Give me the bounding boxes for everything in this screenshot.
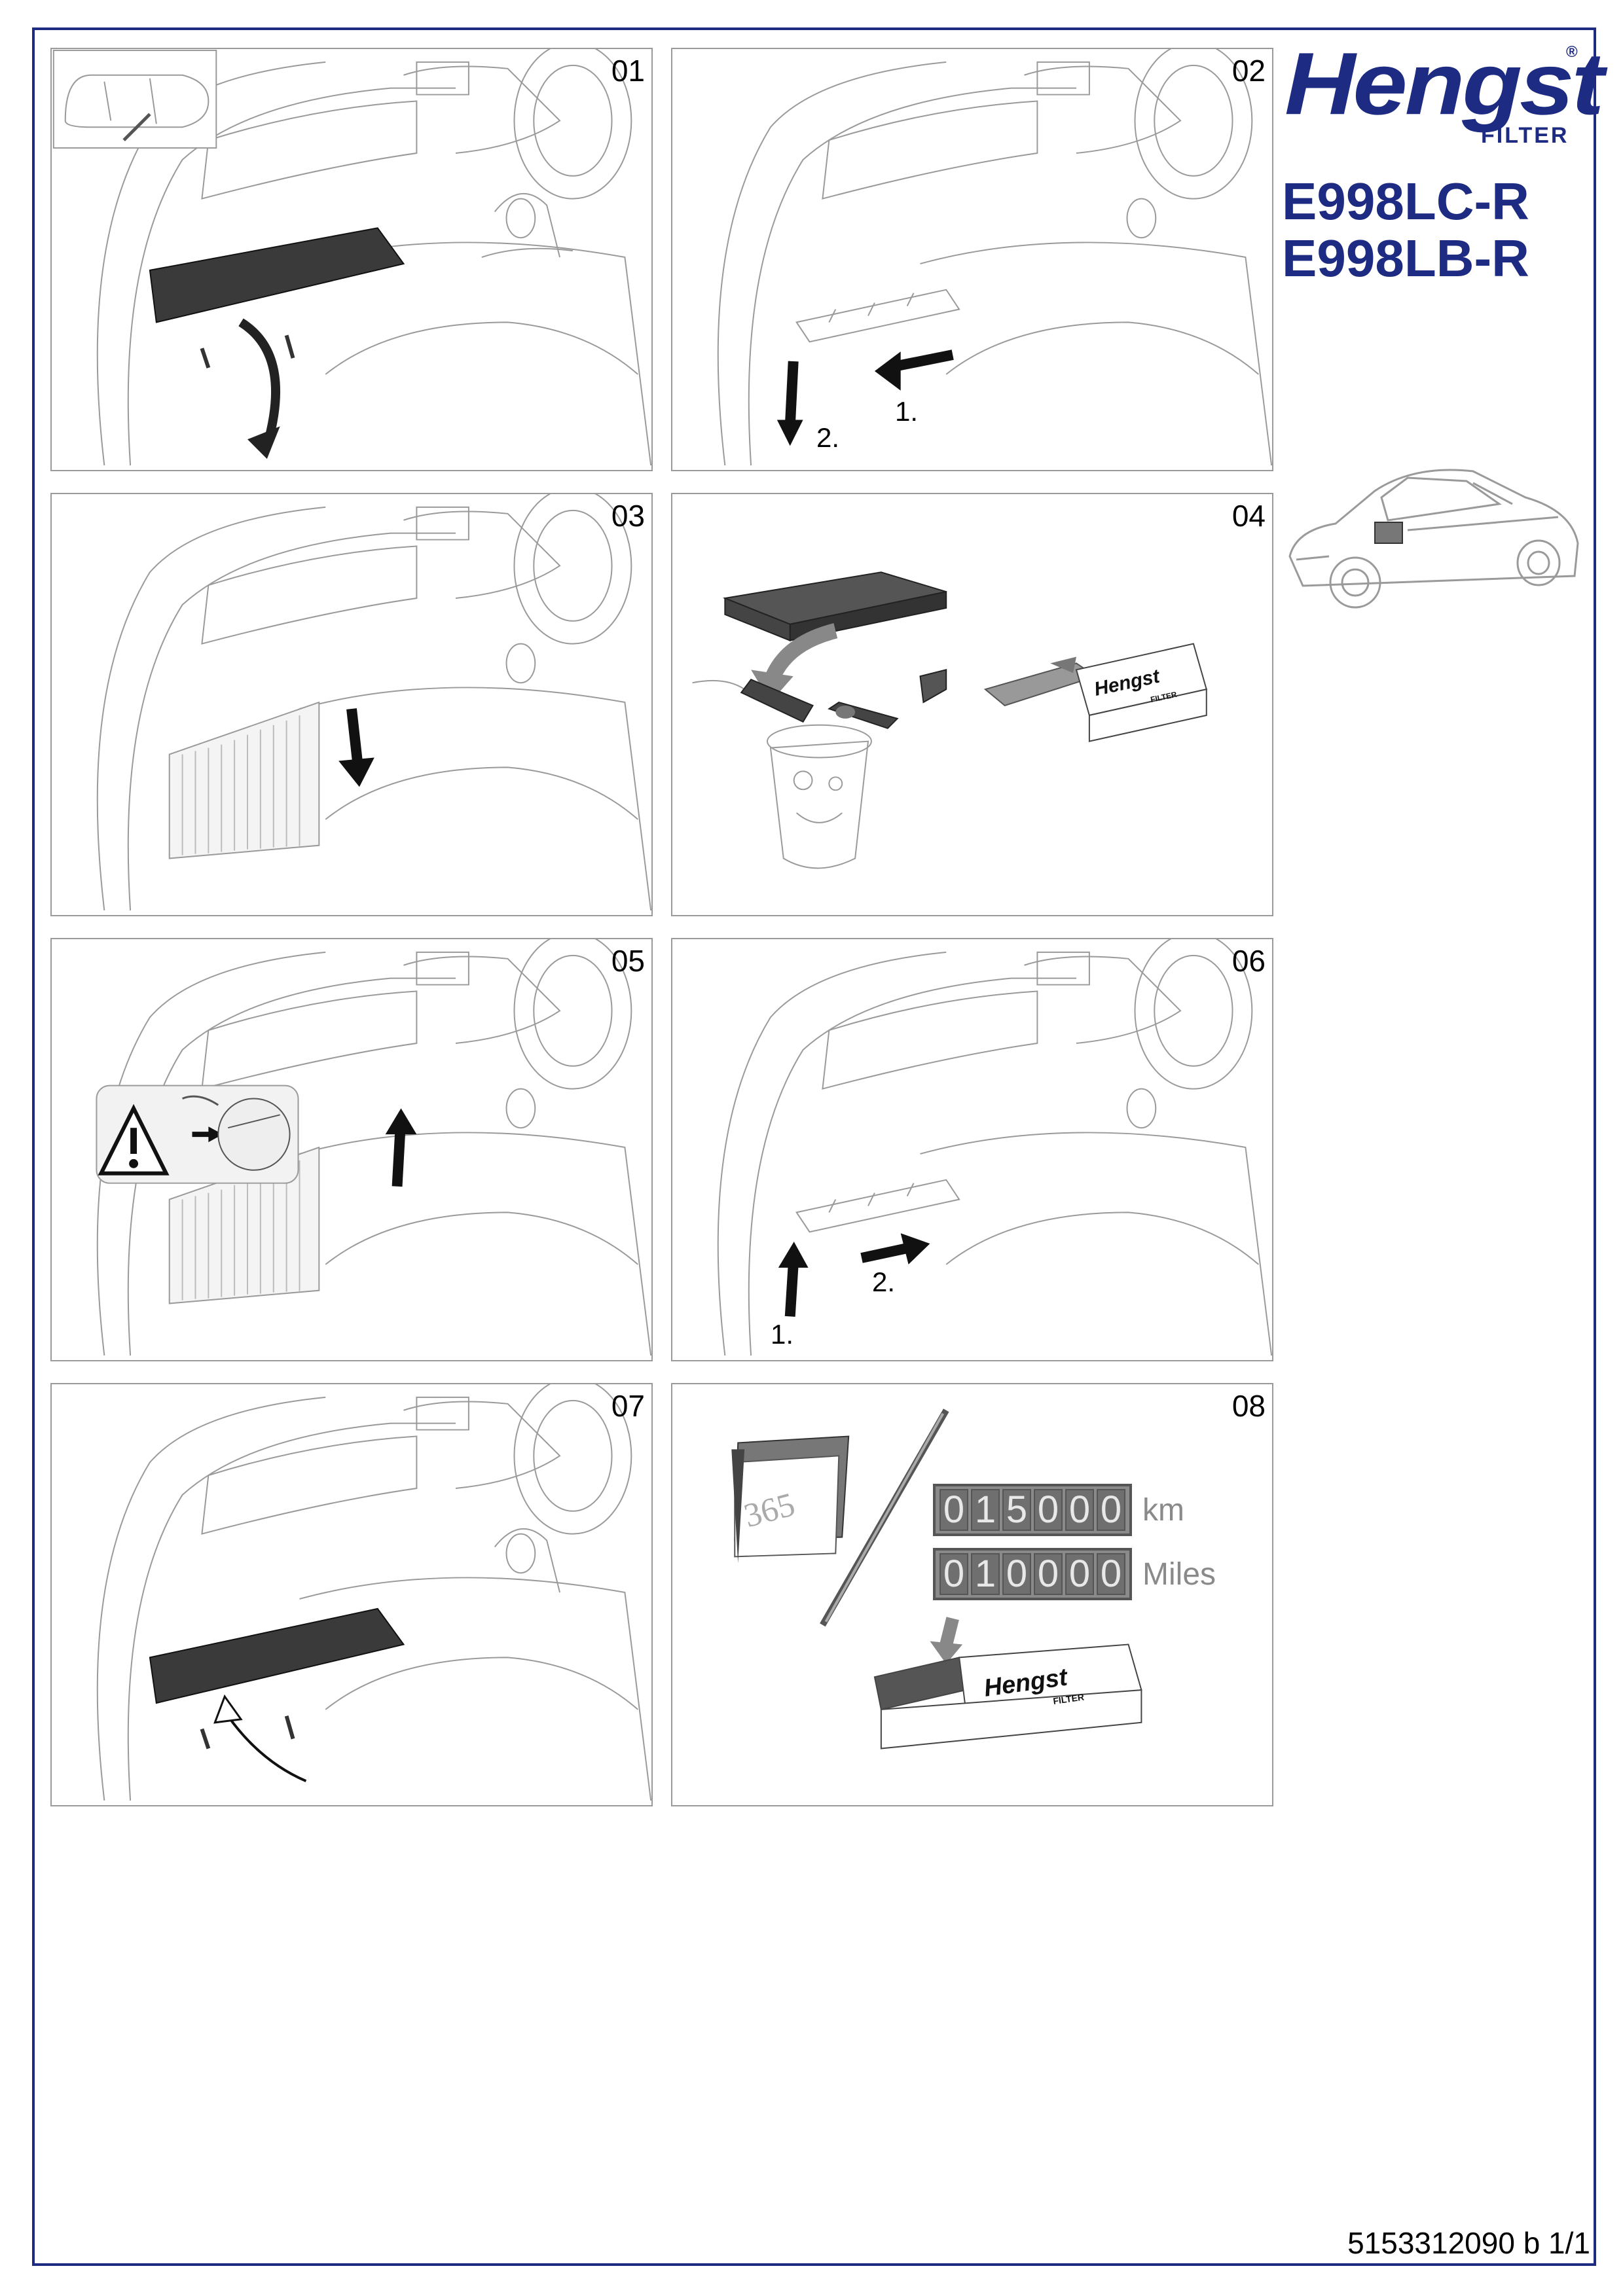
odometer-digit: 0 — [1065, 1553, 1094, 1595]
step-panel-04: Hengst FILTER 04 — [671, 493, 1273, 916]
step-label-2: 2. — [816, 422, 840, 453]
hengst-logo: Hengst ® FILTER — [1285, 39, 1604, 157]
km-odometer: 0 1 5 0 0 0 km — [933, 1484, 1184, 1536]
odometer-digit: 1 — [971, 1489, 1000, 1531]
odometer-digit: 5 — [1002, 1489, 1031, 1531]
step-06-illustration — [717, 939, 1272, 1356]
miles-odometer: 0 1 0 0 0 0 Miles — [933, 1548, 1216, 1600]
odometer-digit: 0 — [1034, 1553, 1063, 1595]
registered-mark: ® — [1566, 43, 1578, 61]
step-panel-01: 01 — [50, 48, 653, 471]
step-number: 07 — [611, 1389, 645, 1423]
step-number: 06 — [1231, 944, 1266, 978]
odometer-digit: 0 — [1097, 1553, 1125, 1595]
part-number-1: E998LC-R — [1282, 172, 1529, 230]
step-number: 02 — [1231, 54, 1266, 88]
odometer-digit: 0 — [939, 1489, 968, 1531]
step-number: 04 — [1231, 499, 1266, 533]
odometer-digit: 0 — [939, 1553, 968, 1595]
step-panel-07: 07 — [50, 1383, 653, 1806]
odometer-digit: 0 — [1034, 1489, 1063, 1531]
step-label-1: 1. — [895, 396, 919, 427]
step-panel-05: 05 — [50, 938, 653, 1361]
step-03-illustration — [96, 494, 651, 911]
step-02-illustration — [717, 49, 1272, 466]
step-number: 05 — [611, 944, 645, 978]
km-unit: km — [1142, 1492, 1184, 1528]
car-overview-illustration — [1288, 469, 1579, 609]
odometer-digit: 0 — [1002, 1553, 1031, 1595]
odometer-digit: 0 — [1065, 1489, 1094, 1531]
step-number: 01 — [611, 54, 645, 88]
document-number: 5153312090 b 1/1 — [1347, 2226, 1590, 2260]
step-panel-08: 365 Hengst FILTER 08 0 1 5 0 0 0 km 0 1 … — [671, 1383, 1273, 1806]
step-04-illustration: Hengst FILTER — [692, 571, 1208, 869]
step-panel-03: 03 — [50, 493, 653, 916]
odometer-digit: 0 — [1097, 1489, 1125, 1531]
step-01-illustration — [52, 49, 651, 466]
step-07-illustration — [96, 1384, 651, 1801]
km-digits: 0 1 5 0 0 0 — [933, 1484, 1132, 1536]
odometer-digit: 1 — [971, 1553, 1000, 1595]
step-panel-06: 06 1. 2. — [671, 938, 1273, 1361]
miles-digits: 0 1 0 0 0 0 — [933, 1548, 1132, 1600]
step-05-illustration — [96, 939, 651, 1356]
step-label-1: 1. — [771, 1319, 794, 1350]
miles-unit: Miles — [1142, 1556, 1216, 1592]
page-frame — [32, 27, 1596, 2266]
step-08-illustration: 365 Hengst FILTER — [731, 1408, 1142, 1749]
step-number: 03 — [611, 499, 645, 533]
step-number: 08 — [1231, 1389, 1266, 1423]
brand-subtitle: FILTER — [1481, 123, 1569, 148]
part-number-2: E998LB-R — [1282, 229, 1529, 287]
step-label-2: 2. — [872, 1266, 896, 1297]
step-panel-02: 02 1. 2. — [671, 48, 1273, 471]
brand-wordmark: Hengst — [1285, 33, 1604, 134]
box-brand-sub: FILTER — [1052, 1691, 1084, 1706]
